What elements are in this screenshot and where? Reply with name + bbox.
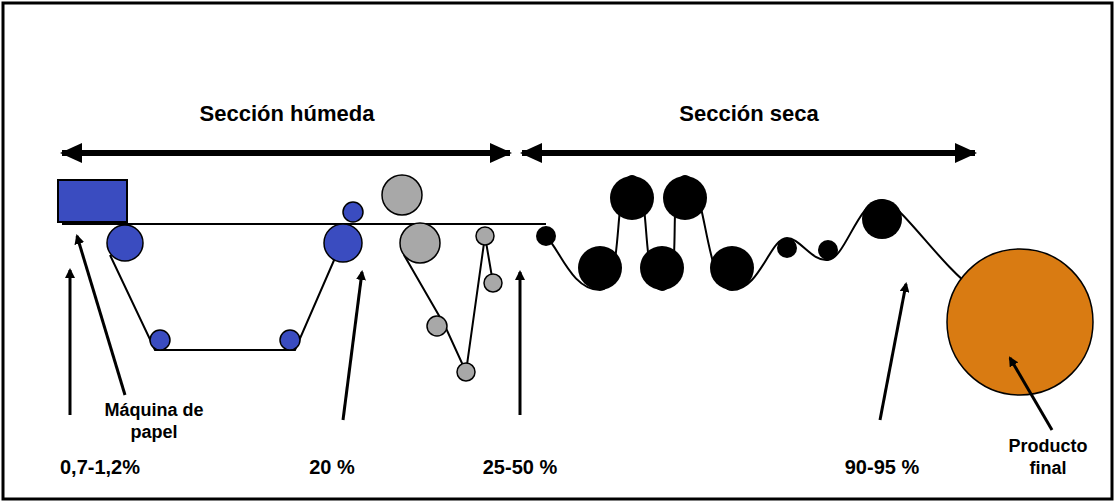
dryer-cylinder [663,176,707,220]
leader-arrow [69,270,72,415]
part-label: Máquina de papel [99,400,209,443]
guide-roll [777,238,797,258]
forming-wire [110,255,335,350]
couch-roll [324,224,362,262]
leader-arrow [343,272,362,420]
leader-arrow [519,272,522,415]
consistency-value: 20 % [282,455,382,479]
consistency-value: 0,7-1,2% [30,455,170,479]
breast-roll [107,225,143,261]
wire-roll [280,330,300,350]
dryer-cylinder [640,246,684,290]
lead-roll [536,226,556,246]
top-roll [343,202,363,222]
section-title: Sección seca [599,101,899,127]
section-arrow [522,150,975,156]
dryer-cylinder [578,246,622,290]
dryer-cylinder [610,176,654,220]
press-roll [382,175,422,215]
calender-roll [862,199,902,239]
felt-roll [484,274,502,292]
section-title: Sección húmeda [137,101,437,127]
felt-roll [457,363,475,381]
consistency-value: 25-50 % [460,455,580,479]
press-roll [400,223,440,263]
headbox [58,180,127,222]
wire-roll [150,330,170,350]
dryer-cylinder [710,246,754,290]
paper-web [62,223,546,225]
section-arrow [62,150,510,156]
leader-arrow [880,284,906,420]
frame [3,3,1112,499]
dryer-web [546,176,975,290]
leader-arrow [77,236,125,395]
part-label: Producto final [998,436,1098,479]
guide-roll [818,240,838,260]
consistency-value: 90-95 % [822,455,942,479]
leader-arrow [1010,358,1052,430]
felt-roll [427,316,447,336]
felt-roll [476,227,494,245]
